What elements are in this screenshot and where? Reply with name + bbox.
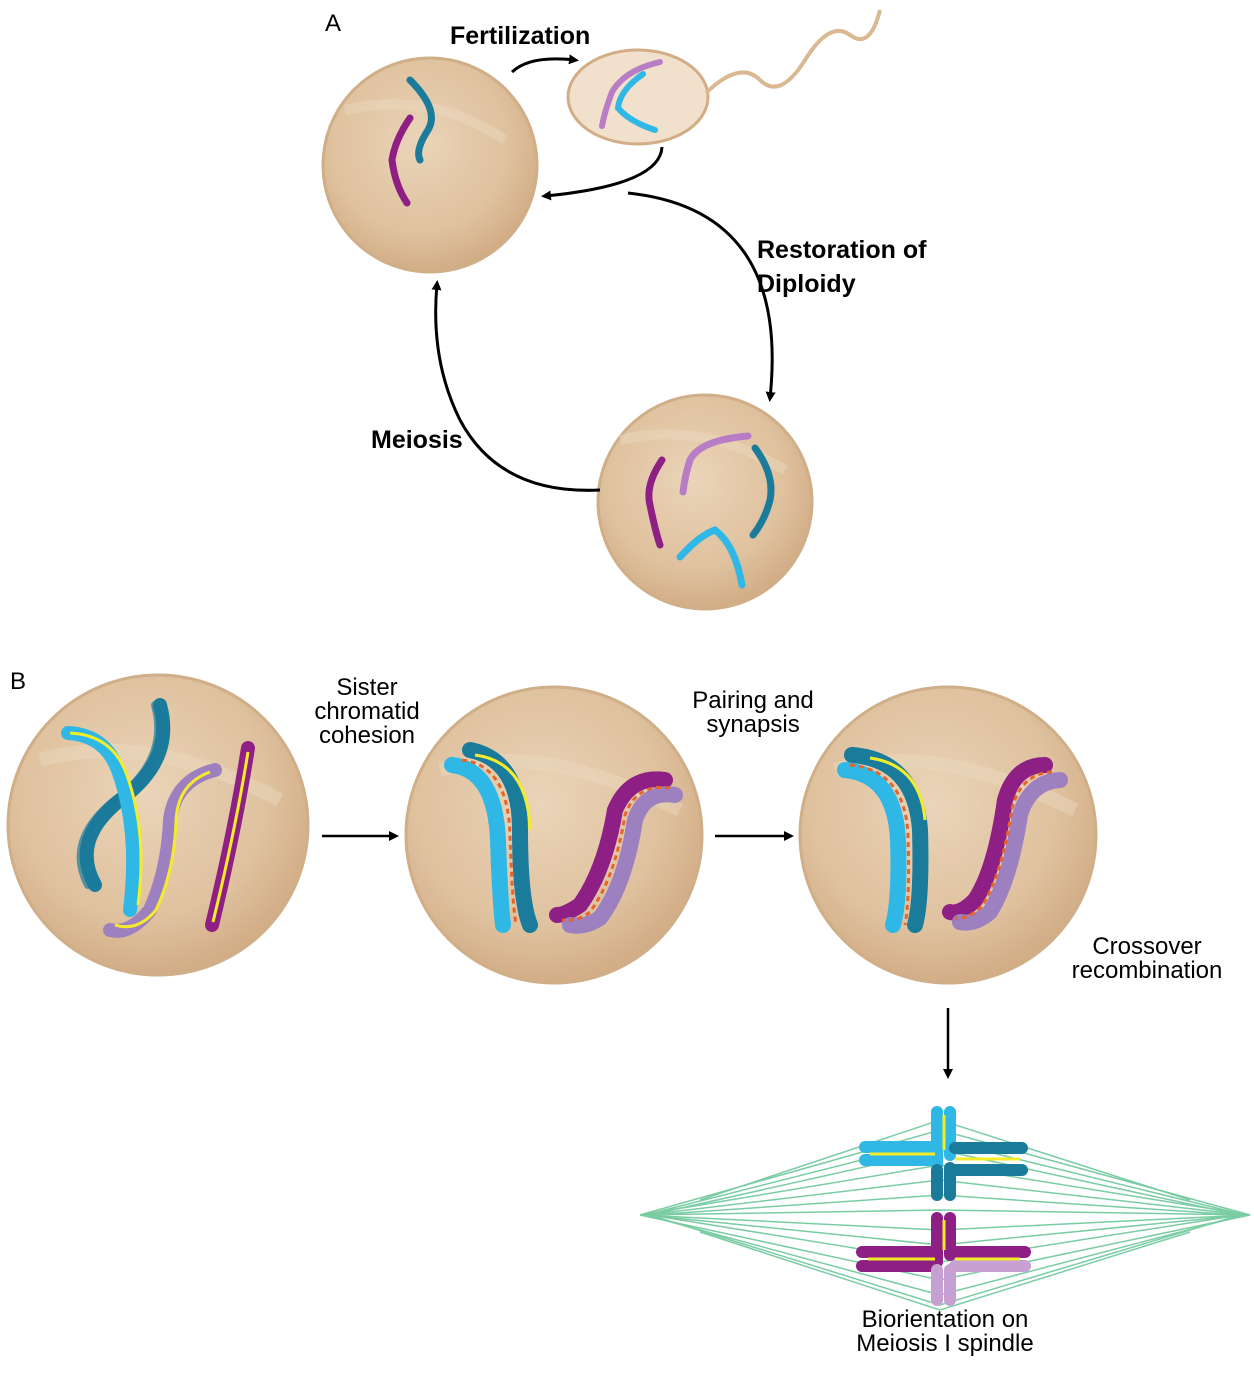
- crossover-label-line2: recombination: [1052, 959, 1242, 983]
- restoration-label-line2: Diploidy: [757, 270, 856, 299]
- restoration-arrow: [628, 193, 772, 398]
- pairing-label-line1: Pairing and: [668, 689, 838, 713]
- sperm-tail: [706, 10, 880, 93]
- panel-label-b: B: [10, 668, 26, 696]
- restoration-label-line1: Restoration of: [757, 236, 926, 265]
- cell-cohesion: [406, 687, 702, 983]
- meiosis-arrow: [436, 284, 600, 490]
- meiosis-label: Meiosis: [371, 426, 463, 455]
- crossover-label-line1: Crossover: [1052, 935, 1242, 959]
- fertilization-label: Fertilization: [450, 22, 590, 51]
- cohesion-label-line3: cohesion: [302, 724, 432, 748]
- haploid-cell: [323, 58, 537, 272]
- bivalent-blue: [865, 1112, 1022, 1195]
- fusion-arrow: [545, 147, 662, 196]
- diploid-cell: [598, 395, 812, 609]
- biorientation-label-line2: Meiosis I spindle: [825, 1332, 1065, 1356]
- sperm-cell: [568, 10, 880, 144]
- cohesion-label-line2: chromatid: [302, 700, 432, 724]
- crossover-label: Crossover recombination: [1052, 935, 1242, 983]
- panel-label-a: A: [325, 10, 341, 38]
- cohesion-label-line1: Sister: [302, 676, 432, 700]
- biorientation-label-line1: Biorientation on: [825, 1308, 1065, 1332]
- pairing-label: Pairing and synapsis: [668, 689, 838, 737]
- pairing-label-line2: synapsis: [668, 713, 838, 737]
- fertilization-arrow: [512, 59, 575, 72]
- cohesion-label: Sister chromatid cohesion: [302, 676, 432, 748]
- biorientation-label: Biorientation on Meiosis I spindle: [825, 1308, 1065, 1356]
- cell-unpaired: [8, 675, 308, 975]
